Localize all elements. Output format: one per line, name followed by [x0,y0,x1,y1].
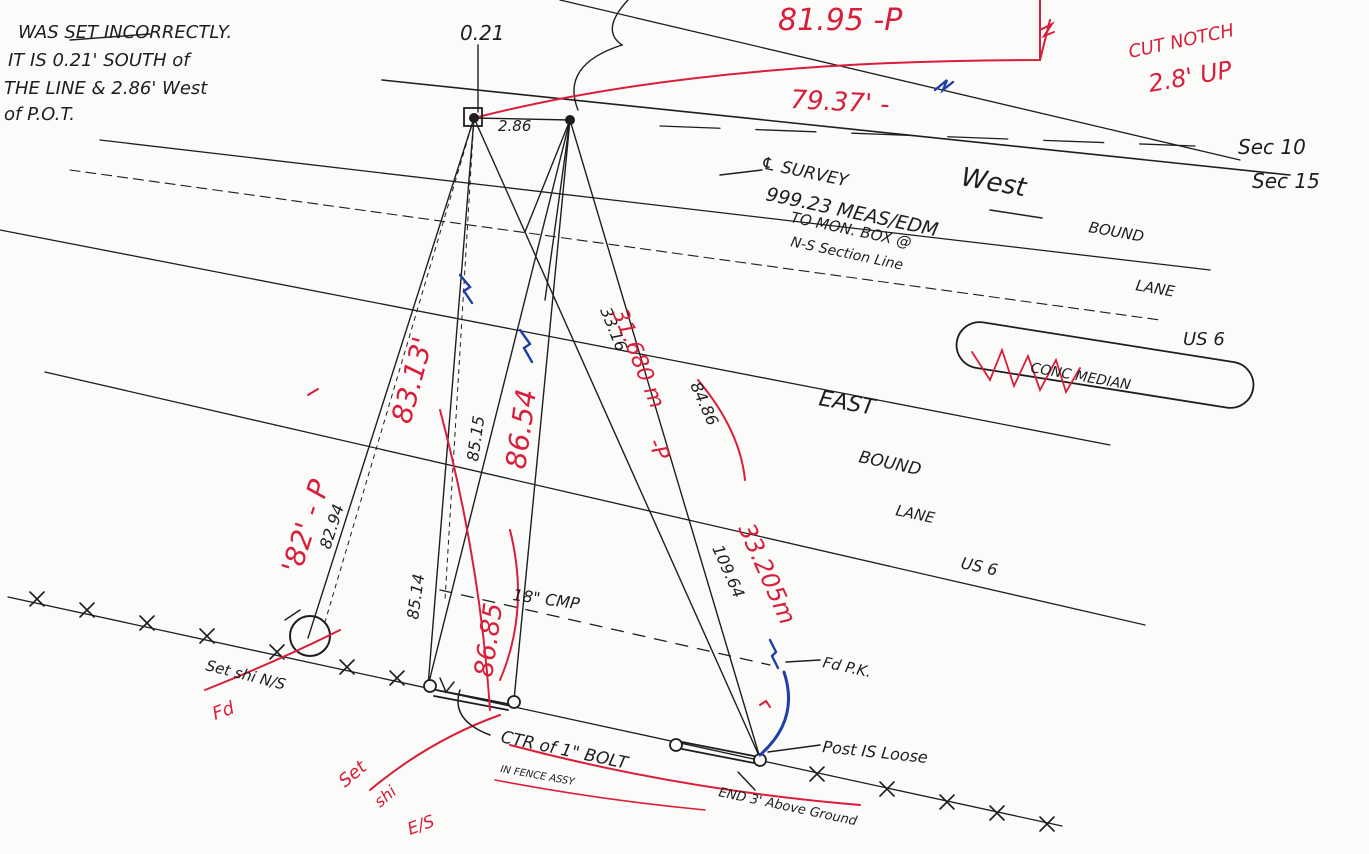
measure-8654: 86.54 [499,387,543,471]
section-15-label: Sec 15 [1252,169,1320,193]
westbound-bound-label: BOUND [1087,218,1145,245]
red-arc-3 [697,379,746,481]
median-label: CONC MEDIAN [1029,360,1132,393]
median-line [0,229,1111,446]
note-line-4: of P.O.T. [4,104,75,125]
blue-mark-2 [518,328,534,364]
hub-box [463,107,483,127]
note-line-1: WAS SET INCORRECTLY. [18,22,232,43]
note-strikethrough [69,33,151,41]
red-bolt-underline [509,744,861,806]
tie-lines-dashed [324,117,475,623]
blue-mark-3 [768,638,780,670]
hub-point [469,113,479,123]
survey-centerline [659,125,1196,147]
cut-notch-curve [473,0,1051,119]
red-fd-leader [204,629,341,691]
cut-notch-text-2: 2.8' UP [1146,56,1235,98]
measure-33205: 33.205m [733,519,802,628]
scribble-leader [573,0,629,111]
eastbound-bound-label: BOUND [857,447,923,480]
eastbound-lane-label: LANE [894,501,937,527]
pole-tick [284,609,301,621]
red-distance-2: 79.37' - [790,85,891,120]
fd-label: Fd [210,697,238,724]
offset-west-label: 2.86 [498,117,531,135]
westbound-us6-label: US 6 [1183,329,1225,350]
red-distance-1: 81.95 -P [778,3,903,38]
fence-brace-bottom [433,695,509,711]
median-hatch [971,347,1081,395]
meas-arrow-1 [719,169,763,176]
section-line-upper [381,79,1291,176]
measure-8514: 85.14 [403,573,428,621]
measure-p: -P [642,435,673,465]
westbound-label: West [959,162,1029,203]
fence-line [7,596,1063,827]
blue-mark-1 [458,273,474,305]
red-fnc-underline [494,779,706,811]
bolt-end-label: END 3' Above Ground [717,785,859,829]
measure-8313: 83.13' [385,333,440,426]
note-line-3: THE LINE & 2.86' West [4,78,208,99]
pk-arrow [785,659,821,663]
westbound-lane-label: LANE [1134,276,1176,301]
fence-marks [29,591,1055,832]
westbound-lane-line-2 [69,169,1161,321]
offset-small-label: 0.21 [460,21,505,45]
median-outline [955,321,1255,409]
eastbound-label: EAST [817,386,878,421]
fence-post-1 [423,679,437,693]
post-arrow [767,744,821,753]
notch-zigzag [1039,21,1055,39]
culvert-line [439,589,771,666]
red-arc-2 [499,529,519,681]
fence-brace-2a [681,741,755,757]
tie-lines [307,117,761,759]
red-set-leader [369,714,501,791]
blue-arc [758,670,791,757]
fence-post-3 [669,738,683,752]
set-label: Set [335,756,372,792]
red-tick [307,388,319,396]
post-loose-label: Post IS Loose [822,737,929,767]
measure-8685: 86.85 [469,601,509,679]
cmp-label: 18" CMP [511,585,581,613]
measure-8515: 85.15 [463,415,488,463]
note-block: WAS SET INCORRECTLY. IT IS 0.21' SOUTH o… [4,22,232,125]
red-arc-1 [439,409,491,711]
road-lines [0,0,1291,827]
blue-mark-4 [933,79,955,94]
fd-pk-label: Fd P.K. [821,653,873,681]
road-edge-north [559,0,1241,161]
set-shi-ns-label: Set shi N/S [204,656,288,693]
pot-point [565,115,575,125]
westbound-lane-line-1 [99,139,1211,271]
fence-assy-label: IN FENCE ASSY [499,764,576,788]
fence-post-2 [507,695,521,709]
note-line-2: IT IS 0.21' SOUTH of [8,50,192,71]
eastbound-us6-label: US 6 [959,553,999,579]
es-label: E/S [405,812,438,840]
fence-brace-2b [681,748,755,764]
fence-brace-top [435,689,509,705]
section-10-label: Sec 10 [1238,135,1306,159]
survey-block: ℄ SURVEY 999.23 MEAS/EDM TO MON. BOX @ N… [759,153,940,273]
meas-arrow-2 [989,209,1043,219]
eastbound-edge [44,371,1146,626]
ctr-arrow [439,677,491,736]
bolt-arrow [737,771,756,791]
red-tick-2 [759,699,771,708]
